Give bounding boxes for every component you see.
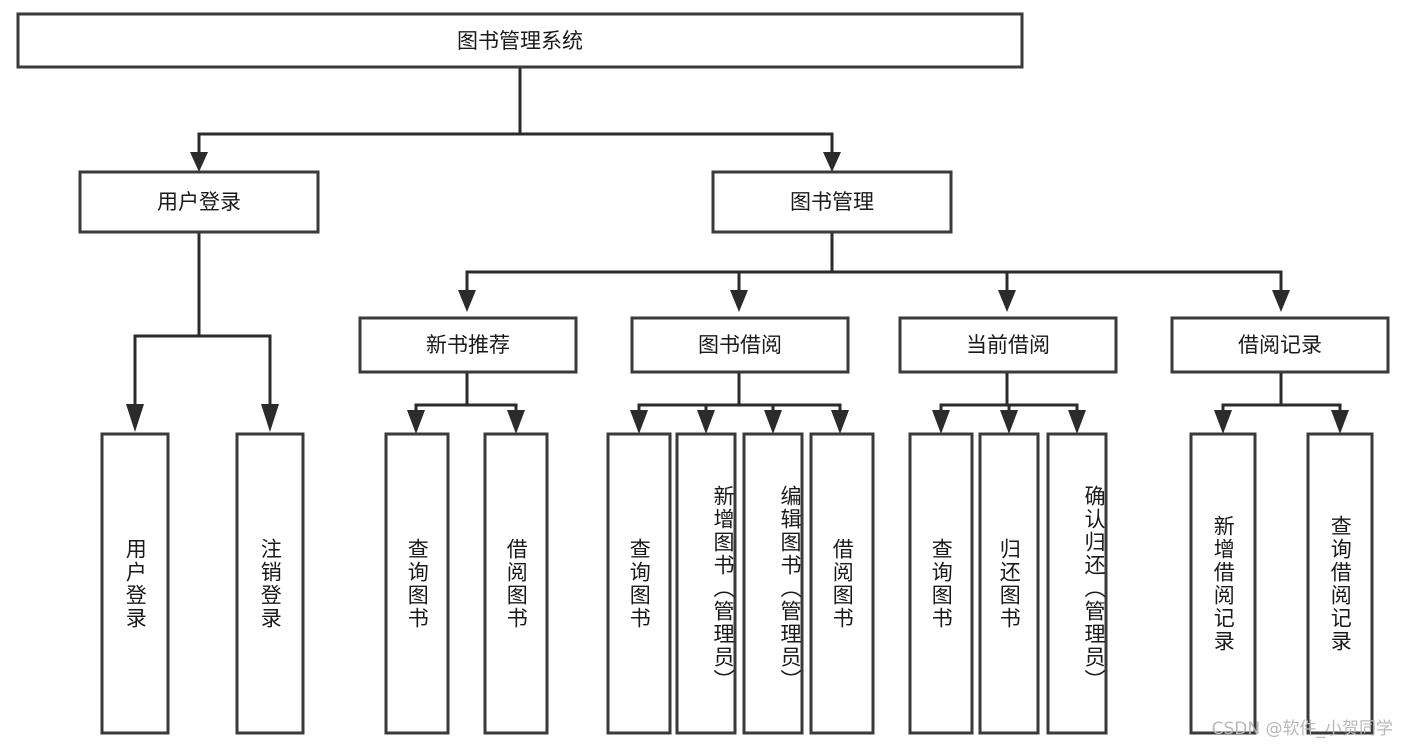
node-root-label: 图书管理系统: [457, 29, 583, 53]
leaf-box-add-record[interactable]: [1189, 432, 1257, 735]
node-new-book-recommend[interactable]: 新书推荐: [358, 316, 578, 374]
leaf-box-query-book-3[interactable]: [908, 432, 974, 735]
arrowhead-book-manage: [823, 152, 841, 172]
node-current-borrow-box[interactable]: [898, 316, 1118, 374]
leaf-box-borrow-book-1[interactable]: [483, 432, 549, 735]
node-book-manage[interactable]: 图书管理: [711, 170, 953, 234]
connectors-group: [126, 65, 1349, 434]
node-current-borrow-label: 当前借阅: [966, 333, 1050, 357]
arrowhead-leaf-add-book: [697, 410, 715, 434]
arrowhead-current-borrow: [998, 290, 1016, 312]
leaf-box-add-book[interactable]: [675, 432, 737, 735]
node-root-box[interactable]: [16, 12, 1024, 69]
arrowhead-leaf-add-record: [1214, 410, 1232, 434]
node-borrow-record-label: 借阅记录: [1238, 333, 1322, 357]
node-book-borrow-box[interactable]: [630, 316, 850, 374]
node-book-manage-box[interactable]: [711, 170, 953, 234]
arrowhead-leaf-borrow-book-2: [831, 410, 849, 434]
leaf-box-return-book[interactable]: [978, 432, 1040, 735]
arrowhead-leaf-query-book-1: [407, 410, 425, 434]
node-new-book-recommend-label: 新书推荐: [426, 333, 510, 357]
arrowhead-leaf-edit-book: [764, 410, 782, 434]
leaf-box-logout[interactable]: [235, 432, 305, 735]
leaf-box-edit-book[interactable]: [742, 432, 804, 735]
arrowhead-leaf-logout: [261, 404, 279, 432]
node-user-login-box[interactable]: [78, 170, 320, 234]
node-new-book-recommend-box[interactable]: [358, 316, 578, 374]
leaf-box-borrow-book-2[interactable]: [809, 432, 875, 735]
arrowhead-leaf-query-book-2: [630, 410, 648, 434]
leaf-box-user-login[interactable]: [100, 432, 170, 735]
leaf-box-query-record[interactable]: [1306, 432, 1374, 735]
node-root[interactable]: 图书管理系统: [16, 12, 1024, 69]
leaf-box-query-book-1[interactable]: [384, 432, 450, 735]
leaf-box-query-book-2[interactable]: [606, 432, 672, 735]
node-user-login[interactable]: 用户登录: [78, 170, 320, 234]
node-borrow-record[interactable]: 借阅记录: [1170, 316, 1390, 374]
node-book-borrow-label: 图书借阅: [698, 333, 782, 357]
arrowhead-leaf-query-record: [1331, 410, 1349, 434]
watermark-text: CSDN @软件_小贺同学: [1211, 719, 1393, 739]
node-book-manage-label: 图书管理: [790, 190, 874, 214]
arrowhead-leaf-return-book: [1000, 410, 1018, 434]
arrowhead-user-login: [190, 152, 208, 172]
arrowhead-book-borrow: [730, 290, 748, 312]
arrowhead-leaf-user-login: [126, 404, 144, 432]
arrowhead-leaf-query-book-3: [932, 410, 950, 434]
arrowhead-leaf-confirm-return: [1068, 410, 1086, 434]
node-current-borrow[interactable]: 当前借阅: [898, 316, 1118, 374]
arrowhead-new-book: [458, 290, 476, 312]
arrowhead-borrow-record: [1272, 290, 1290, 312]
leaf-box-confirm-return[interactable]: [1046, 432, 1108, 735]
node-borrow-record-box[interactable]: [1170, 316, 1390, 374]
node-user-login-label: 用户登录: [157, 190, 241, 214]
arrowhead-leaf-borrow-book-1: [507, 410, 525, 434]
node-book-borrow[interactable]: 图书借阅: [630, 316, 850, 374]
